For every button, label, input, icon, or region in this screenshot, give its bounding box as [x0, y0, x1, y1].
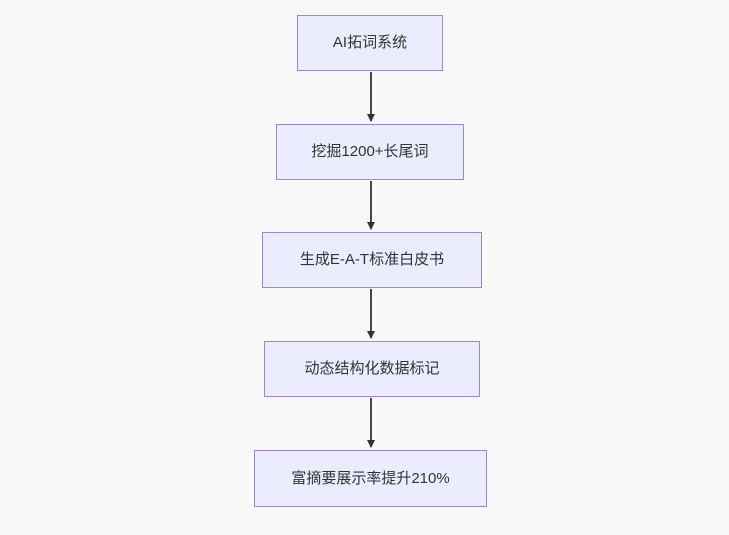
flow-node-label: 动态结构化数据标记 — [304, 360, 440, 377]
flow-node-step-3: 生成E-A-T标准白皮书 — [262, 232, 482, 288]
flow-node-step-1: AI拓词系统 — [297, 15, 443, 71]
flow-node-step-4: 动态结构化数据标记 — [264, 341, 480, 397]
flow-node-label: AI拓词系统 — [332, 34, 408, 51]
flow-node-step-5: 富摘要展示率提升210% — [254, 450, 487, 507]
flow-node-label: 生成E-A-T标准白皮书 — [299, 251, 445, 268]
flow-node-label: 富摘要展示率提升210% — [291, 469, 450, 487]
flow-node-label: 挖掘1200+长尾词 — [311, 143, 429, 160]
flow-node-step-2: 挖掘1200+长尾词 — [276, 124, 464, 180]
